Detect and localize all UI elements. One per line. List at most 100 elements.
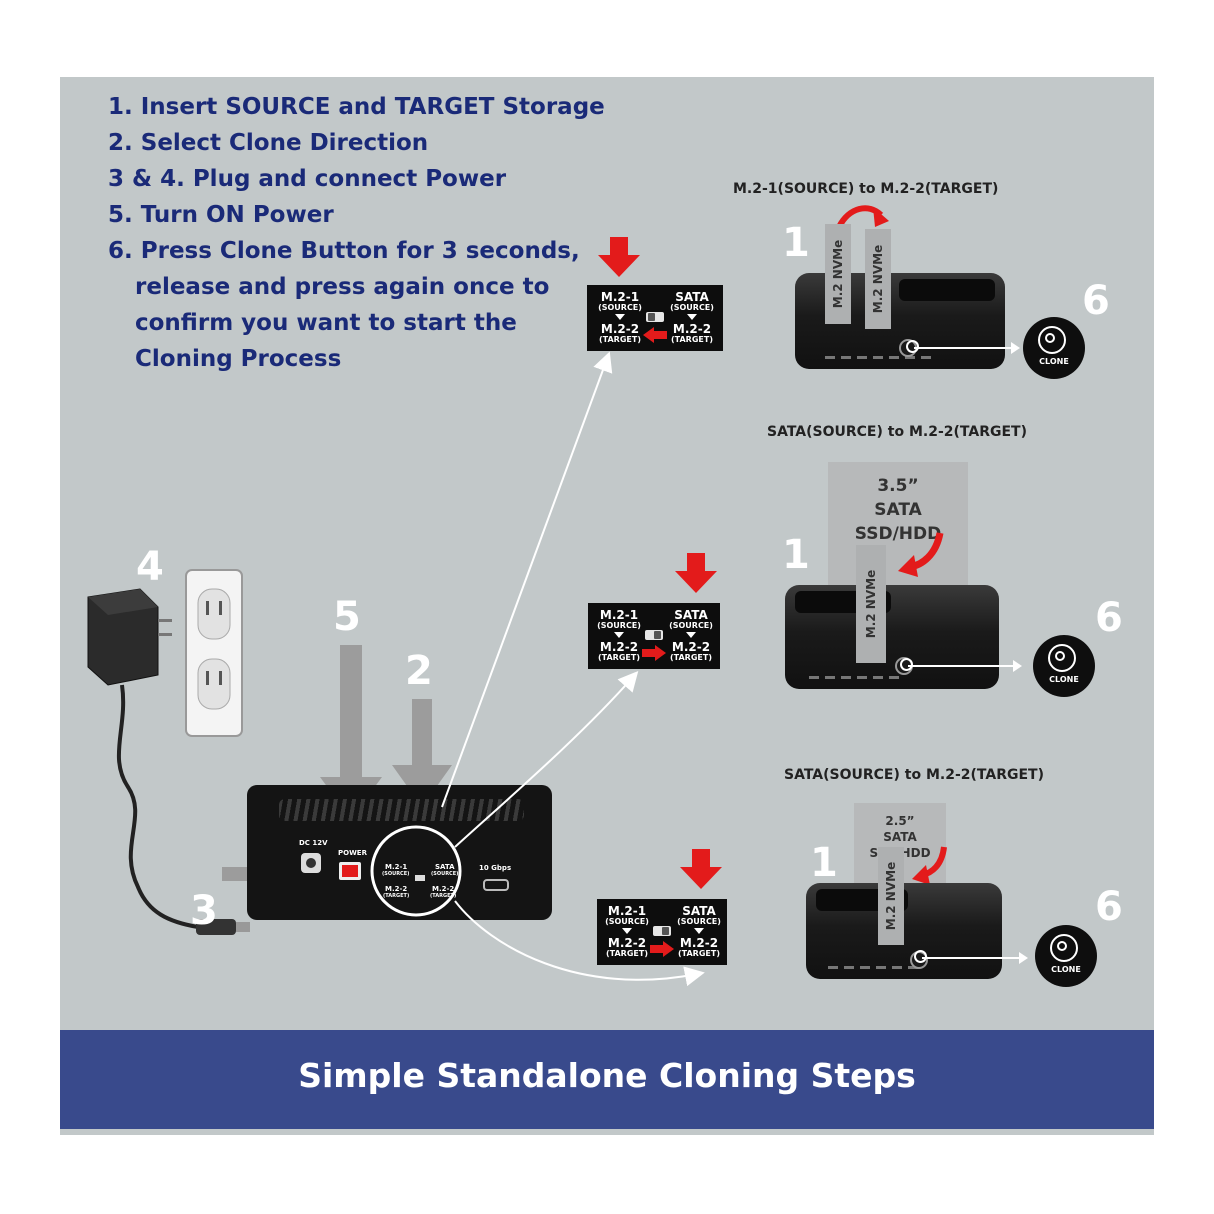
callout-number-6: 6 [1082, 278, 1110, 324]
switch-label-m21-source: (SOURCE) [597, 621, 641, 630]
red-down-arrow-1 [598, 237, 640, 277]
sata-3-5-drive: 3.5” SATA SSD/HDD [828, 462, 968, 607]
dc-port-label: DC 12V [299, 839, 328, 847]
switch-label-m22-b-target: (TARGET) [678, 949, 720, 958]
clone-pointer-line [914, 950, 1028, 964]
red-curved-arrow-icon [898, 532, 944, 577]
slider-toggle [653, 926, 671, 936]
m2-nvme-card: M.2 NVMe [856, 545, 886, 663]
callout-number-3: 3 [190, 888, 218, 934]
red-left-arrow-icon [643, 327, 667, 343]
instruction-step-1: 1. Insert SOURCE and TARGET Storage [108, 94, 605, 120]
switch-label-sata: SATA [682, 904, 716, 918]
instruction-list: 1. Insert SOURCE and TARGET Storage 2. S… [108, 89, 605, 377]
red-down-arrow-2 [675, 553, 717, 593]
device-label-sata-source: (SOURCE) [431, 871, 459, 877]
slider-toggle [646, 312, 664, 322]
down-triangle-icon [622, 928, 632, 934]
instruction-step-6-line-2: release and press again once to [135, 274, 550, 300]
switch-label-m22-target: (TARGET) [599, 335, 641, 344]
scenario-2-caption: SATA(SOURCE) to M.2-2(TARGET) [767, 424, 1027, 440]
switch-label-sata-source: (SOURCE) [677, 917, 721, 926]
device-label-sata: SATA [435, 863, 455, 871]
red-curved-arrow-icon [912, 846, 947, 885]
instruction-step-6-line-4: Cloning Process [135, 346, 342, 372]
switch-label-m22-target: (TARGET) [606, 949, 648, 958]
m2-nvme-card: M.2 NVMe [878, 847, 904, 945]
switch-label-sata-source: (SOURCE) [670, 303, 714, 312]
clone-pointer-line [900, 658, 1022, 672]
m2-nvme-card-target: M.2 NVMe [865, 229, 891, 329]
power-adapter-illustration [87, 569, 250, 935]
power-switch [339, 862, 361, 880]
power-switch-label: POWER [338, 849, 367, 857]
callout-number-6: 6 [1095, 595, 1123, 641]
down-triangle-icon [615, 314, 625, 320]
switch-label-m22-target: (TARGET) [598, 653, 640, 662]
device-direction-switch [415, 875, 425, 881]
callout-number-1: 1 [782, 220, 810, 266]
switch-label-m21: M.2-1 [607, 904, 647, 918]
clone-pointer-line [906, 340, 1020, 354]
clone-button-icon: CLONE [1035, 925, 1097, 987]
device-label-m22-b-target: (TARGET) [430, 893, 457, 899]
clone-button-icon: CLONE [1023, 317, 1085, 379]
instruction-step-2: 2. Select Clone Direction [108, 130, 429, 156]
instruction-step-5: 5. Turn ON Power [108, 202, 334, 228]
switch-label-m22: M.2-2 [607, 936, 647, 950]
dc-port [301, 853, 321, 873]
red-right-arrow-icon [650, 941, 674, 957]
down-triangle-icon [686, 632, 696, 638]
callout-number-5: 5 [333, 594, 361, 640]
callout-number-6: 6 [1095, 884, 1123, 930]
callout-number-4: 4 [136, 544, 164, 590]
title-banner: Simple Standalone Cloning Steps [60, 1030, 1154, 1129]
connector-arrows [370, 351, 705, 987]
device-label-m22-b: M.2-2 [432, 885, 455, 893]
device-label-m21: M.2-1 [385, 863, 408, 871]
switch-label-m22-b-target: (TARGET) [671, 335, 713, 344]
switch-label-sata: SATA [675, 290, 709, 304]
switch-label-sata: SATA [674, 608, 708, 622]
red-curved-arrow-icon [836, 205, 889, 229]
direction-switch-sata-to-m22-b: M.2-1 (SOURCE) M.2-2 (TARGET) SATA (SOUR… [597, 899, 727, 965]
dock-scenario-3 [806, 883, 1002, 979]
instruction-step-6-line-3: confirm you want to start the [135, 310, 517, 336]
callout-number-2: 2 [405, 648, 433, 694]
device-back-panel: DC 12V POWER M.2-1 (SOURCE) M.2-2 (TARGE… [247, 785, 552, 920]
callout-number-1: 1 [810, 840, 838, 886]
m2-nvme-card-source: M.2 NVMe [825, 224, 851, 324]
banner-title: Simple Standalone Cloning Steps [298, 1056, 916, 1095]
callout-number-1: 1 [782, 532, 810, 578]
direction-switch-m21-to-m22: M.2-1 (SOURCE) M.2-2 (TARGET) SATA (SOUR… [587, 285, 723, 351]
device-label-m21-source: (SOURCE) [382, 871, 410, 877]
clone-button-icon: CLONE [1033, 635, 1095, 697]
switch-label-m22: M.2-2 [599, 640, 639, 654]
down-triangle-icon [614, 632, 624, 638]
switch-label-m22-b-target: (TARGET) [670, 653, 712, 662]
diagram-panel: 1. Insert SOURCE and TARGET Storage 2. S… [60, 77, 1154, 1135]
switch-label-m21-source: (SOURCE) [605, 917, 649, 926]
instruction-step-3-4: 3 & 4. Plug and connect Power [108, 166, 507, 192]
switch-label-m21: M.2-1 [600, 290, 640, 304]
switch-label-m22: M.2-2 [600, 322, 640, 336]
usb-c-port [483, 879, 509, 891]
device-label-m22-target: (TARGET) [383, 893, 410, 899]
device-label-m22: M.2-2 [385, 885, 408, 893]
scenario-3-caption: SATA(SOURCE) to M.2-2(TARGET) [784, 767, 1044, 783]
dock-scenario-2 [785, 585, 999, 689]
switch-label-m21: M.2-1 [599, 608, 639, 622]
down-triangle-icon [694, 928, 704, 934]
switch-label-m22-b: M.2-2 [672, 322, 712, 336]
usb-port-label: 10 Gbps [479, 864, 512, 872]
instruction-step-6: 6. Press Clone Button for 3 seconds, [108, 238, 580, 264]
red-down-arrow-3 [680, 849, 722, 889]
switch-label-m22-b: M.2-2 [671, 640, 711, 654]
slider-toggle [645, 630, 663, 640]
device-vent [279, 799, 524, 821]
switch-label-m21-source: (SOURCE) [598, 303, 642, 312]
scenario-1-caption: M.2-1(SOURCE) to M.2-2(TARGET) [733, 181, 999, 197]
red-right-arrow-icon [642, 645, 666, 661]
switch-label-sata-source: (SOURCE) [669, 621, 713, 630]
direction-switch-sata-to-m22: M.2-1 (SOURCE) M.2-2 (TARGET) SATA (SOUR… [588, 603, 720, 669]
